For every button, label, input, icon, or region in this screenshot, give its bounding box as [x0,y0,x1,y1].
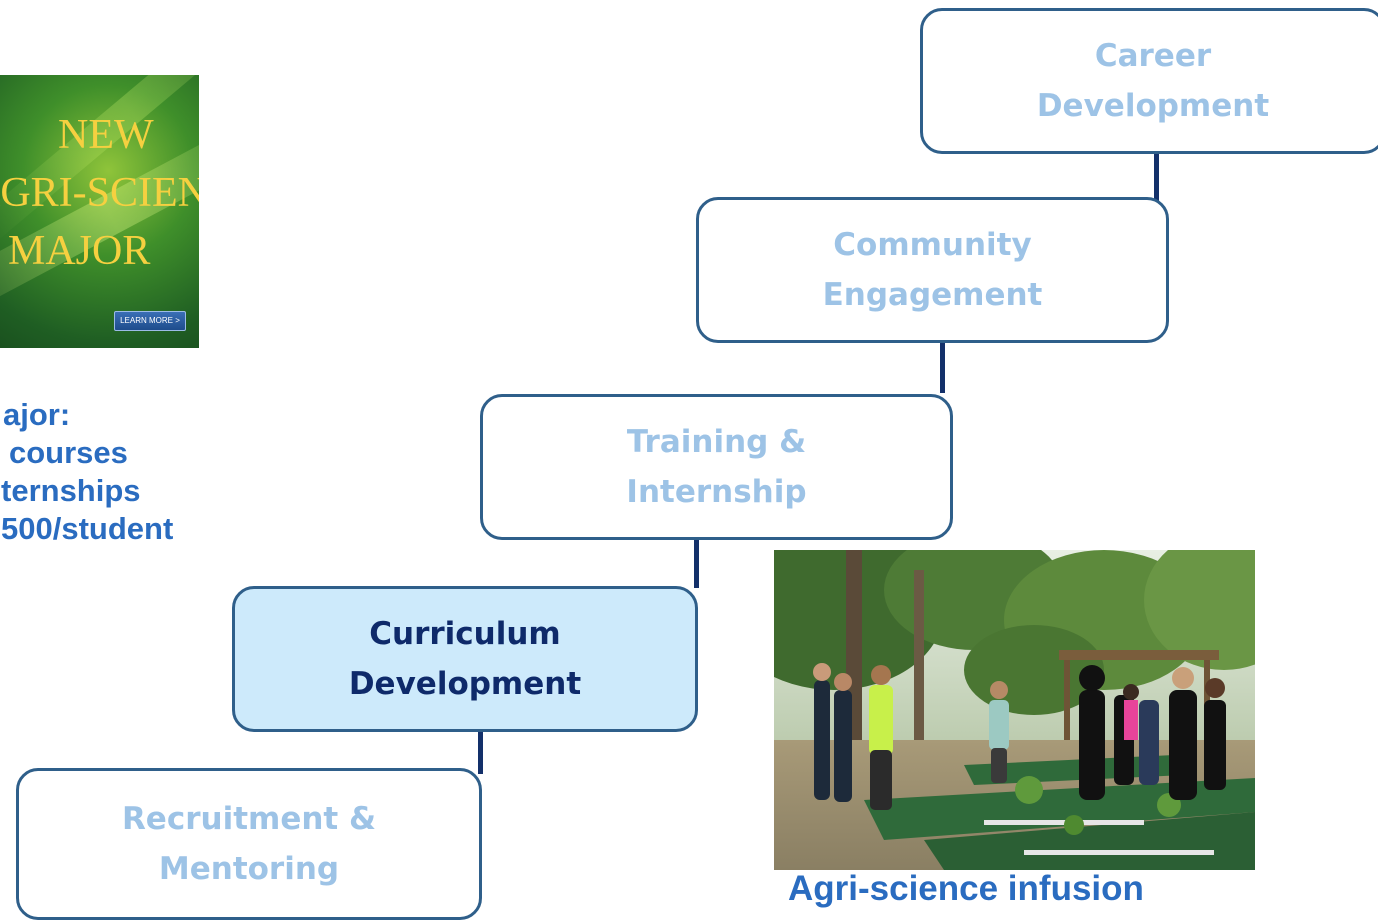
step-label-line-2: Development [1036,88,1270,124]
step-label-line-2: Engagement [822,277,1043,313]
step-recruitment-mentoring[interactable]: Recruitment & Mentoring [16,768,482,920]
step-community-engagement[interactable]: Community Engagement [696,197,1169,343]
major-details-line: 500/student [1,511,174,546]
poster-title-line-3: MAJOR [8,228,151,274]
photo-caption: Agri-science infusion [788,869,1144,908]
step-label-line-2: Development [348,666,582,702]
learn-more-button[interactable]: LEARN MORE > [114,311,186,331]
step-label-line-1: Curriculum [369,616,561,652]
major-details-line: ternships [1,473,141,508]
step-label-line-1: Community [833,227,1032,263]
step-curriculum-development[interactable]: Curriculum Development [232,586,698,732]
major-details-text: ajor: courses ternships 500/student [0,396,173,548]
step-career-development[interactable]: Career Development [920,8,1378,154]
major-details-line: ajor: [3,397,71,432]
garden-class-photo [774,550,1255,870]
step-label-line-2: Mentoring [158,851,340,887]
step-label-line-2: Internship [626,474,807,510]
agri-science-major-poster: NEW AGRI-SCIENCE MAJOR LEARN MORE > [0,75,199,348]
major-details-line: courses [9,435,128,470]
step-connector [940,341,945,393]
poster-title-line-1: NEW [58,112,154,158]
step-connector [478,730,483,774]
poster-title-line-2: AGRI-SCIENCE [0,170,199,216]
step-label-line-1: Training & [626,424,807,460]
step-label-line-1: Career [1094,38,1212,74]
step-training-internship[interactable]: Training & Internship [480,394,953,540]
step-connector [1154,150,1159,202]
step-connector [694,538,699,588]
step-label-line-1: Recruitment & [121,801,377,837]
